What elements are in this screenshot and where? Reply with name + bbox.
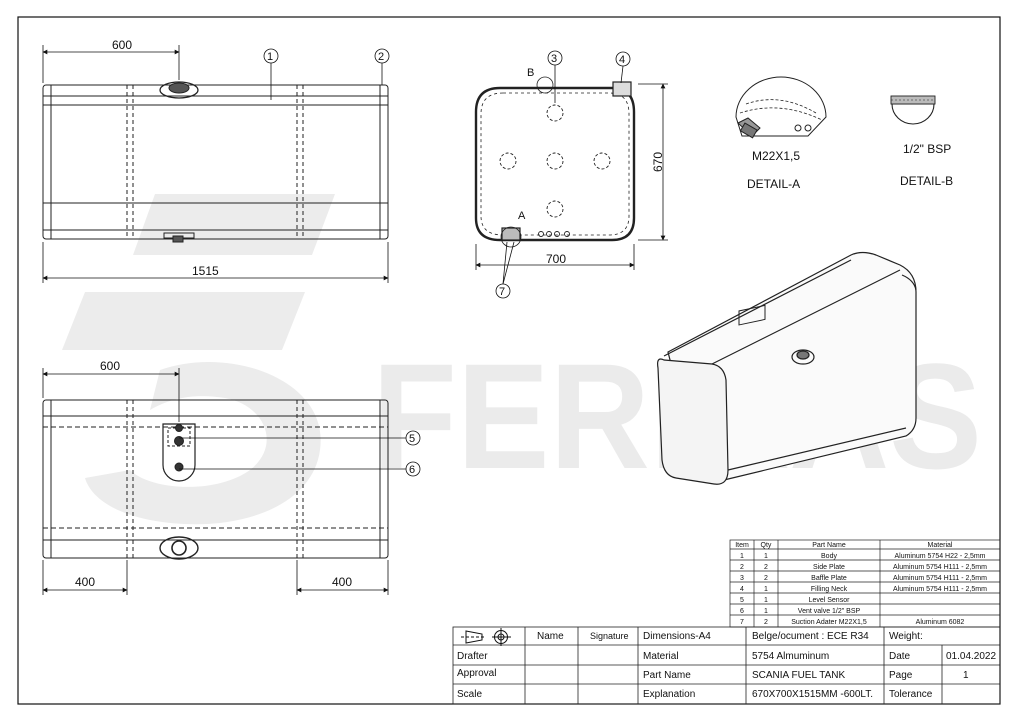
balloon-7-label: 7 <box>499 286 505 298</box>
parts-cell-item: 5 <box>740 597 744 604</box>
title-weight: Weight: <box>889 631 923 642</box>
section-dim-width: 700 <box>546 252 566 266</box>
balloon-5-label: 5 <box>409 433 415 445</box>
front-dim-length: 1515 <box>192 264 219 278</box>
front-dim-offset: 600 <box>112 38 132 52</box>
title-value-material: 5754 Almuminum <box>752 651 829 662</box>
detail-b-thread: 1/2" BSP <box>903 142 951 156</box>
title-date-value: 01.04.2022 <box>946 651 996 662</box>
title-page-value: 1 <box>963 670 969 681</box>
parts-cell-item: 6 <box>740 608 744 615</box>
title-document: Belge/ocument : ECE R34 <box>752 631 869 642</box>
title-block-grid <box>452 626 1001 705</box>
top-dim-left: 400 <box>75 575 95 589</box>
parts-cell-qty: 2 <box>764 619 768 626</box>
detail-a-drawing <box>735 76 827 139</box>
section-view-dimensions <box>475 50 668 299</box>
title-col-signature: Signature <box>590 631 629 641</box>
section-view <box>474 76 636 248</box>
parts-cell-part-name: Filling Neck <box>811 586 848 593</box>
title-key-tolerance: Tolerance <box>889 689 933 700</box>
parts-table-grid <box>729 539 1001 628</box>
front-view <box>42 81 389 243</box>
title-field-material: Material <box>643 651 679 662</box>
parts-cell-qty: 1 <box>764 597 768 604</box>
title-field-explanation: Explanation <box>643 689 695 700</box>
parts-cell-qty: 1 <box>764 608 768 615</box>
detail-mark-b: B <box>527 67 534 79</box>
balloon-4-label: 4 <box>619 54 625 66</box>
title-col-name: Name <box>537 631 564 642</box>
title-field-part-name: Part Name <box>643 670 691 681</box>
detail-a-title: DETAIL-A <box>747 177 800 191</box>
title-value-explanation: 670X700X1515MM -600LT. <box>752 689 873 700</box>
parts-header-qty: Qty <box>761 542 772 549</box>
parts-cell-material: Aluminum 5754 H111 - 2,5mm <box>893 586 987 593</box>
title-key-page: Page <box>889 670 913 681</box>
balloon-1-label: 1 <box>267 51 273 63</box>
projection-symbol-icon <box>461 628 511 646</box>
parts-cell-item: 1 <box>740 553 744 560</box>
parts-cell-item: 7 <box>740 619 744 626</box>
title-dimensions: Dimensions-A4 <box>643 631 711 642</box>
parts-cell-material: Aluminum 5754 H22 - 2,5mm <box>894 553 985 560</box>
parts-cell-qty: 2 <box>764 564 768 571</box>
top-dim-offset: 600 <box>100 359 120 373</box>
parts-cell-material: Aluminum 5754 H111 - 2,5mm <box>893 564 987 571</box>
parts-header-item: Item <box>735 542 749 549</box>
title-key-date: Date <box>889 651 911 662</box>
top-view-dimensions <box>42 368 421 595</box>
title-value-part-name: SCANIA FUEL TANK <box>752 670 846 681</box>
parts-header-part-name: Part Name <box>812 542 846 549</box>
parts-cell-part-name: Vent valve 1/2" BSP <box>798 608 861 615</box>
detail-mark-a: A <box>518 210 526 222</box>
parts-header-material: Material <box>928 542 953 549</box>
title-role-scale: Scale <box>457 689 482 700</box>
parts-cell-part-name: Body <box>821 553 837 560</box>
title-role-drafter: Drafter <box>457 651 488 662</box>
parts-table-rows: 1 1 Body Aluminum 5754 H22 - 2,5mm 2 2 Side Pl… <box>740 553 987 626</box>
parts-cell-item: 2 <box>740 564 744 571</box>
top-view <box>42 399 389 560</box>
balloon-6-label: 6 <box>409 464 415 476</box>
balloon-3-label: 3 <box>551 53 557 65</box>
parts-cell-part-name: Suction Adater M22X1,5 <box>791 619 867 626</box>
parts-cell-part-name: Baffle Plate <box>811 575 847 582</box>
title-role-approval: Approval <box>457 668 496 679</box>
parts-cell-material: Aluminum 5754 H111 - 2,5mm <box>893 575 987 582</box>
parts-cell-item: 4 <box>740 586 744 593</box>
detail-b-title: DETAIL-B <box>900 174 953 188</box>
parts-cell-qty: 2 <box>764 575 768 582</box>
balloon-2-label: 2 <box>378 51 384 63</box>
detail-a-thread: M22X1,5 <box>752 149 800 163</box>
top-dim-right: 400 <box>332 575 352 589</box>
front-view-dimensions <box>42 45 390 283</box>
parts-cell-part-name: Side Plate <box>813 564 845 571</box>
parts-cell-qty: 1 <box>764 586 768 593</box>
detail-b-drawing <box>890 95 936 125</box>
isometric-tank-view <box>657 251 917 485</box>
section-dim-height: 670 <box>651 152 665 172</box>
parts-cell-material: Aluminum 6082 <box>916 619 965 626</box>
parts-cell-item: 3 <box>740 575 744 582</box>
parts-cell-qty: 1 <box>764 553 768 560</box>
parts-cell-part-name: Level Sensor <box>809 597 851 604</box>
